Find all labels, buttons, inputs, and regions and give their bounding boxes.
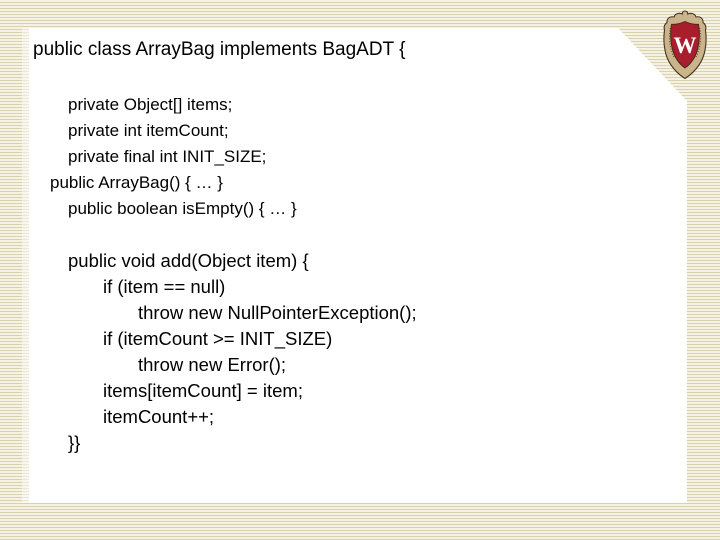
code-line: itemCount++; [103, 406, 215, 427]
slide-title: public class ArrayBag implements BagADT … [33, 39, 406, 60]
uw-crest-icon: W [663, 10, 707, 80]
crest-letter: W [674, 33, 697, 58]
crest-inner-shield [670, 21, 700, 69]
code-line: }} [68, 432, 81, 453]
content-panel: public class ArrayBag implements BagADT … [29, 28, 687, 503]
code-line: throw new NullPointerException(); [138, 302, 417, 323]
code-line: throw new Error(); [138, 354, 287, 375]
code-line: items[itemCount] = item; [103, 380, 303, 401]
panel-edge-highlight [22, 28, 29, 503]
code-line: public ArrayBag() { … } [50, 173, 223, 192]
code-line [29, 222, 687, 248]
code-line: if (itemCount >= INIT_SIZE) [103, 328, 333, 349]
code-line: public boolean isEmpty() { … } [68, 199, 297, 218]
code-line: private int itemCount; [68, 121, 229, 140]
code-line: private final int INIT_SIZE; [68, 147, 267, 166]
code-line: private Object[] items; [68, 95, 233, 114]
code-line: if (item == null) [103, 276, 226, 297]
code-line: public void add(Object item) { [68, 250, 309, 271]
code-block: private Object[] items; private int itemC… [29, 92, 687, 456]
